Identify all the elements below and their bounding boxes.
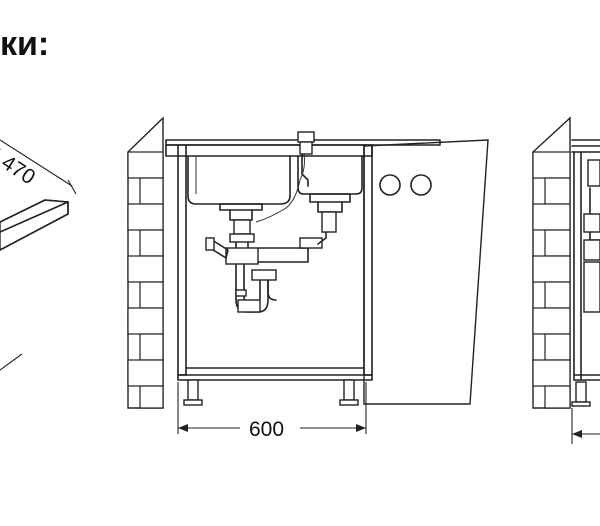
sink-bowl-large [187,155,291,221]
page-heading: ки: [0,25,50,63]
dimension-label-depth: 470 [0,151,39,189]
side-view-cabinet [571,139,600,444]
cabinet-side-right [363,139,489,405]
overflow-fitting [255,131,315,223]
siphon-drain-assembly [205,211,337,313]
brick-wall-right [532,116,571,409]
cabinet-legs [183,379,359,406]
dimension-width [177,382,367,434]
dimension-label-width: 600 [249,418,284,441]
cabinet-frame [177,144,373,381]
brick-wall-left [127,116,164,409]
countertop-perspective-view [0,139,77,371]
